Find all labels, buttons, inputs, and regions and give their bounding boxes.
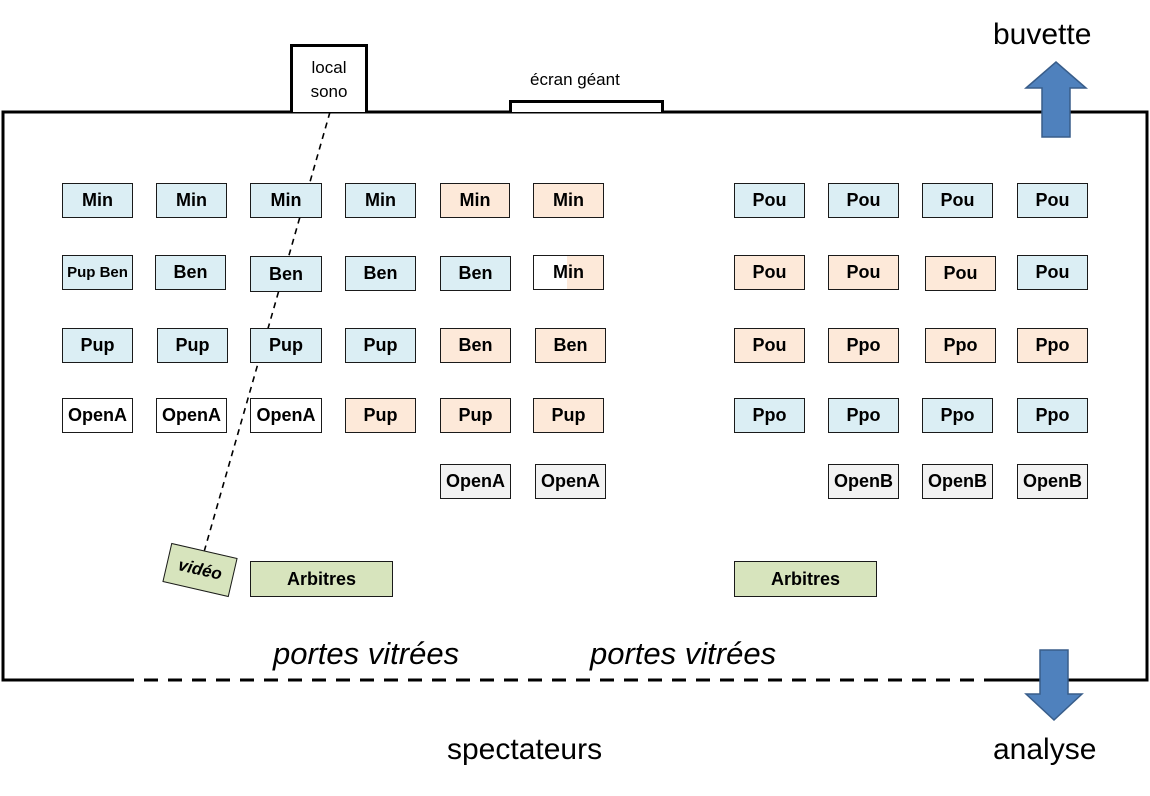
table-right-r1-2: Pou [828, 183, 899, 218]
table-left-r2-6: Min [533, 255, 604, 290]
table-left-r2-5: Ben [440, 256, 511, 291]
table-left-r3-2: Pup [157, 328, 228, 363]
table-left-r3-5: Ben [440, 328, 511, 363]
glass-doors-label-right: portes vitrées [590, 636, 777, 671]
arbitres-right: Arbitres [734, 561, 877, 597]
table-left-r1-6: Min [533, 183, 604, 218]
hall-wall [1, 110, 1149, 682]
table-left-r5-2: OpenA [535, 464, 606, 499]
table-left-r3-1: Pup [62, 328, 133, 363]
buvette-label: buvette [993, 18, 1092, 51]
table-left-r1-2: Min [156, 183, 227, 218]
table-left-r4-4: Pup [345, 398, 416, 433]
table-left-r4-6: Pup [533, 398, 604, 433]
table-left-r4-3: OpenA [250, 398, 322, 433]
table-right-r1-3: Pou [922, 183, 993, 218]
table-right-r4-1: Ppo [734, 398, 805, 433]
table-right-r4-3: Ppo [922, 398, 993, 433]
local-sono-line1: local [311, 57, 347, 77]
table-left-r1-5: Min [440, 183, 510, 218]
analyse-label: analyse [993, 733, 1097, 766]
table-left-r3-3: Pup [250, 328, 322, 363]
table-right-r3-4: Ppo [1017, 328, 1088, 363]
table-left-r1-3: Min [250, 183, 322, 218]
table-left-r1-4: Min [345, 183, 416, 218]
table-right-r2-3: Pou [925, 256, 996, 291]
arrow-up-icon [1023, 61, 1089, 138]
table-left-r2-4: Ben [345, 256, 416, 291]
table-right-r2-4: Pou [1017, 255, 1088, 290]
table-left-r3-6: Ben [535, 328, 606, 363]
local-sono: local sono [290, 44, 368, 112]
table-right-r3-3: Ppo [925, 328, 996, 363]
table-left-r4-5: Pup [440, 398, 511, 433]
arbitres-left: Arbitres [250, 561, 393, 597]
table-left-r3-4: Pup [345, 328, 416, 363]
table-right-r1-4: Pou [1017, 183, 1088, 218]
table-left-r4-2: OpenA [156, 398, 227, 433]
glass-doors-label-left: portes vitrées [273, 636, 460, 671]
table-right-r3-2: Ppo [828, 328, 899, 363]
table-right-r5-1: OpenB [828, 464, 899, 499]
table-left-r2-3: Ben [250, 256, 322, 292]
table-left-r5-1: OpenA [440, 464, 511, 499]
table-right-r2-2: Pou [828, 255, 899, 290]
arrow-down-icon [1024, 649, 1084, 722]
table-left-r1-1: Min [62, 183, 133, 218]
table-right-r4-4: Ppo [1017, 398, 1088, 433]
video-label: vidéo [176, 555, 224, 584]
giant-screen-label: écran géant [530, 70, 620, 89]
table-right-r1-1: Pou [734, 183, 805, 218]
table-right-r5-3: OpenB [1017, 464, 1088, 499]
local-sono-line2: sono [310, 81, 348, 101]
giant-screen [509, 100, 664, 112]
table-left-r2-2: Ben [155, 255, 226, 290]
table-left-r2-1: Pup Ben [62, 255, 133, 290]
table-right-r4-2: Ppo [828, 398, 899, 433]
table-right-r5-2: OpenB [922, 464, 993, 499]
table-left-r4-1: OpenA [62, 398, 133, 433]
table-right-r3-1: Pou [734, 328, 805, 363]
spectateurs-label: spectateurs [447, 733, 603, 766]
table-right-r2-1: Pou [734, 255, 805, 290]
